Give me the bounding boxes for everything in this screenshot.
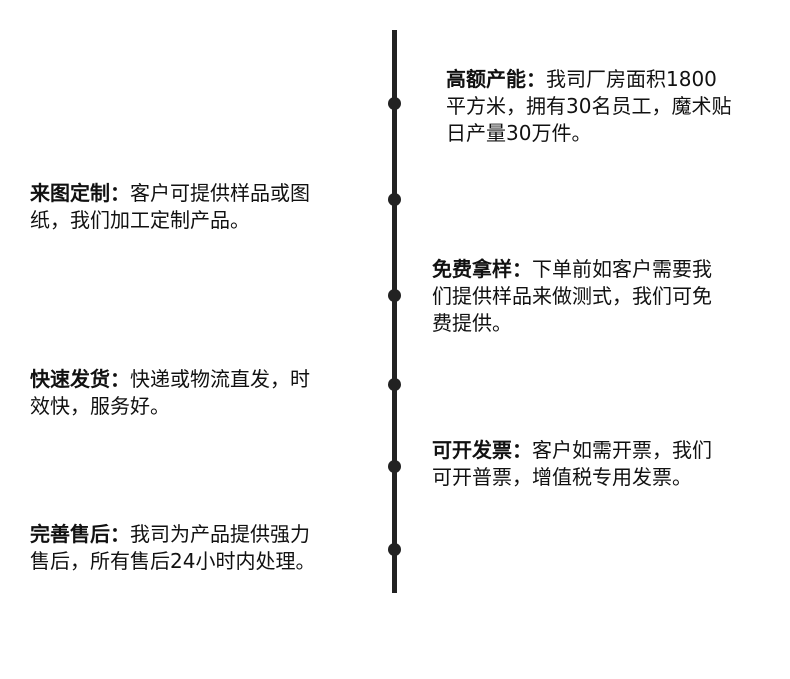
timeline-dot-aftersales [388, 543, 401, 556]
entry-custom: 来图定制：客户可提供样品或图 纸，我们加工定制产品。 [30, 180, 310, 234]
entry-text: 下单前如客户需要我 [532, 257, 712, 281]
entry-text: 我司厂房面积1800 [546, 67, 717, 91]
entry-text: 可开普票，增值税专用发票。 [432, 465, 692, 489]
entry-title: 高额产能： [446, 67, 546, 91]
entry-capacity: 高额产能：我司厂房面积1800 平方米，拥有30名员工，魔术贴 日产量30万件。 [446, 66, 731, 147]
entry-text: 日产量30万件。 [446, 121, 592, 145]
timeline-dot-shipping [388, 378, 401, 391]
entry-text: 客户可提供样品或图 [130, 181, 310, 205]
entry-title: 可开发票： [432, 438, 532, 462]
entry-text: 纸，我们加工定制产品。 [30, 208, 250, 232]
entry-line: 来图定制：客户可提供样品或图 [30, 180, 310, 207]
entry-title: 完善售后： [30, 522, 130, 546]
entry-invoice: 可开发票：客户如需开票，我们 可开普票，增值税专用发票。 [432, 437, 712, 491]
entry-text: 平方米，拥有30名员工，魔术贴 [446, 94, 732, 118]
entry-line: 完善售后：我司为产品提供强力 [30, 521, 315, 548]
timeline-line [392, 30, 397, 593]
entry-text: 效快，服务好。 [30, 394, 170, 418]
entry-samples: 免费拿样：下单前如客户需要我 们提供样品来做测式，我们可免 费提供。 [432, 256, 712, 337]
entry-text: 我司为产品提供强力 [130, 522, 310, 546]
entry-title: 快速发货： [30, 367, 130, 391]
entry-title: 来图定制： [30, 181, 130, 205]
entry-text: 售后，所有售后24小时内处理。 [30, 549, 316, 573]
entry-line: 可开发票：客户如需开票，我们 [432, 437, 712, 464]
timeline-dot-custom [388, 193, 401, 206]
entry-aftersales: 完善售后：我司为产品提供强力 售后，所有售后24小时内处理。 [30, 521, 315, 575]
entry-text: 费提供。 [432, 311, 512, 335]
entry-line: 快速发货：快递或物流直发，时 [30, 366, 310, 393]
entry-shipping: 快速发货：快递或物流直发，时 效快，服务好。 [30, 366, 310, 420]
entry-text: 快递或物流直发，时 [130, 367, 310, 391]
timeline-dot-capacity [388, 97, 401, 110]
entry-title: 免费拿样： [432, 257, 532, 281]
entry-text: 客户如需开票，我们 [532, 438, 712, 462]
entry-line: 高额产能：我司厂房面积1800 [446, 66, 731, 93]
entry-line: 免费拿样：下单前如客户需要我 [432, 256, 712, 283]
timeline-dot-invoice [388, 460, 401, 473]
timeline-dot-samples [388, 289, 401, 302]
entry-text: 们提供样品来做测式，我们可免 [432, 284, 712, 308]
